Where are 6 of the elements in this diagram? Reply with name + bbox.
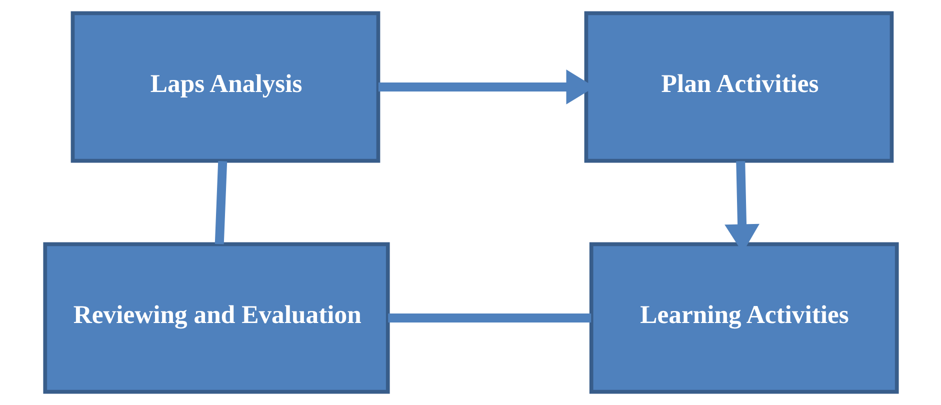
node-box: Reviewing and Evaluation — [42, 242, 390, 394]
node-box: Learning Activities — [588, 242, 898, 394]
connector — [214, 161, 227, 244]
node-box: Laps Analysis — [70, 11, 380, 163]
node-box: Plan Activities — [584, 11, 894, 163]
connector — [388, 314, 591, 323]
